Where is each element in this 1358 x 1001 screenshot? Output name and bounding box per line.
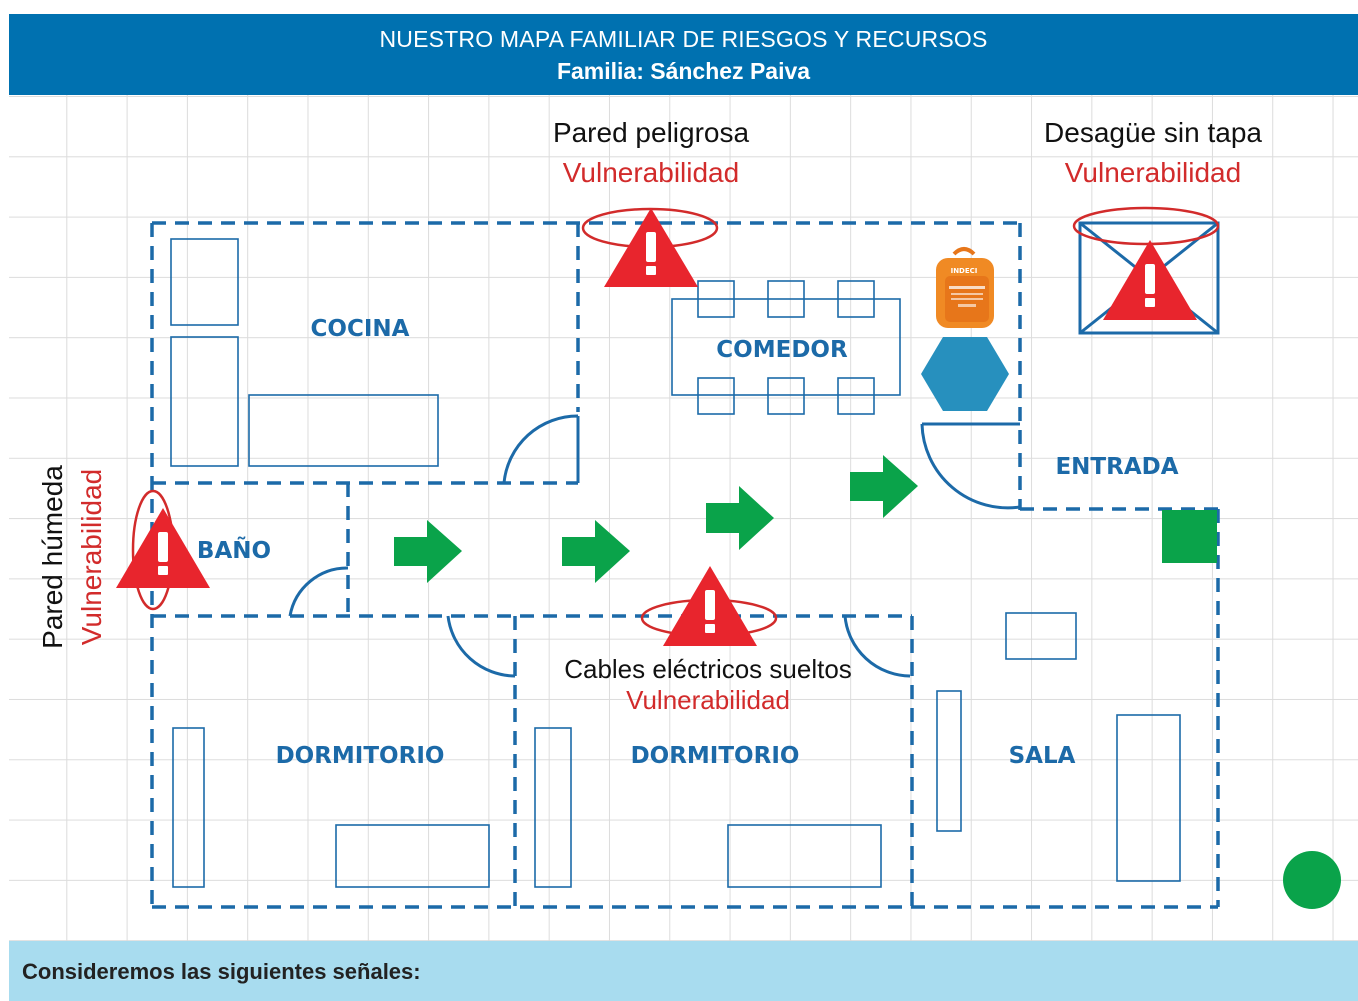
warning-triangle-icon <box>1103 240 1197 320</box>
hazard-label-cables: Cables eléctricos sueltos <box>564 654 852 684</box>
warning-triangle-icon <box>116 508 210 588</box>
room-label-bano: BAÑO <box>197 536 271 564</box>
hexagon-icon <box>921 337 1009 411</box>
signals-footer: Consideremos las siguientes señales: <box>9 941 1358 1001</box>
room-label-dormitorio-2: DORMITORIO <box>631 743 800 769</box>
room-label-comedor: COMEDOR <box>716 337 848 363</box>
hazard-type-pared-humeda: Vulnerabilidad <box>76 469 107 645</box>
map-title: NUESTRO MAPA FAMILIAR DE RIESGOS Y RECUR… <box>379 26 988 52</box>
green-square-icon <box>1162 510 1217 563</box>
hazard-label-desague: Desagüe sin tapa <box>1044 117 1262 148</box>
footer-text: Consideremos las siguientes señales: <box>22 959 421 984</box>
green-arrow-icon <box>562 520 630 583</box>
furniture <box>170 238 1181 888</box>
green-circle-icon <box>1283 851 1341 909</box>
room-label-cocina: COCINA <box>311 316 410 342</box>
family-name: Familia: Sánchez Paiva <box>556 58 811 84</box>
hazard-label-pared-humeda: Pared húmeda <box>37 465 68 649</box>
hazard-type-pared-peligrosa: Vulnerabilidad <box>563 157 739 188</box>
warning-triangle-icon <box>604 208 698 287</box>
door-swings <box>288 414 1021 678</box>
hazard-type-desague: Vulnerabilidad <box>1065 157 1241 188</box>
walls <box>150 221 1220 909</box>
grid-background <box>9 95 1358 941</box>
green-arrow-icon <box>850 455 918 518</box>
backpack-brand: INDECI <box>951 267 978 275</box>
green-arrow-icon <box>394 520 462 583</box>
hazard-label-pared-peligrosa: Pared peligrosa <box>553 117 750 148</box>
map-header: NUESTRO MAPA FAMILIAR DE RIESGOS Y RECUR… <box>9 14 1358 95</box>
evacuation-arrows <box>394 455 918 583</box>
room-label-entrada: ENTRADA <box>1055 454 1178 480</box>
green-arrow-icon <box>706 486 774 550</box>
room-label-sala: SALA <box>1009 743 1076 769</box>
room-label-dormitorio-1: DORMITORIO <box>276 743 445 769</box>
hazard-type-cables: Vulnerabilidad <box>626 685 790 715</box>
warning-triangle-icon <box>663 566 757 646</box>
backpack-icon: INDECI <box>936 247 994 328</box>
